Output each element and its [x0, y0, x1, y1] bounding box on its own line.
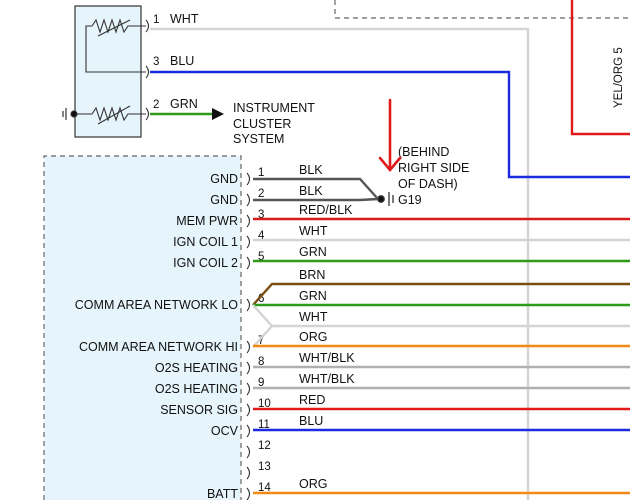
module-pin-label: O2S HEATING	[155, 382, 238, 396]
module-pin-label: COMM AREA NETWORK LO	[75, 298, 238, 312]
wire-color-label: RED	[299, 393, 325, 407]
resistor-2-icon	[72, 105, 146, 125]
module-pin-label: BATT	[207, 487, 238, 500]
pin-curl	[246, 172, 251, 186]
module-pin-number: 1	[258, 167, 264, 179]
adjacent-component-boundary	[334, 0, 630, 19]
top-pin-3-wire-label: BLU	[170, 54, 194, 68]
destination-line-2: CLUSTER	[233, 117, 291, 131]
wire-color-label: ORG	[299, 330, 327, 344]
pin-curl	[246, 361, 251, 375]
module-pin-number: 3	[258, 209, 264, 221]
module-pin-label: O2S HEATING	[155, 361, 238, 375]
pin-curl	[246, 487, 251, 500]
module-pin-label: IGN COIL 2	[173, 256, 238, 270]
module-pin-label: SENSOR SIG	[160, 403, 238, 417]
module-pin-number: 12	[258, 440, 271, 452]
module-pin-label: GND	[210, 172, 238, 186]
wire-color-label: WHT/BLK	[299, 351, 355, 365]
wire-color-label: BLK	[299, 184, 323, 198]
ground-g19-icon	[377, 192, 394, 206]
pin-curl	[246, 214, 251, 228]
pin-curl	[246, 424, 251, 438]
module-pin-label: OCV	[211, 424, 239, 438]
module-pin-number: 2	[258, 188, 264, 200]
module-pin-number: 7	[258, 335, 264, 347]
red-wire-right	[570, 0, 630, 136]
top-pin-curls	[145, 19, 150, 121]
wire-color-label: GRN	[299, 289, 327, 303]
pin-curl	[246, 193, 251, 207]
wire-color-label: BLK	[299, 163, 323, 177]
ground-note-line-1: (BEHIND	[398, 145, 449, 159]
top-blu-wire	[150, 70, 630, 179]
top-pin-2-number: 2	[153, 99, 159, 111]
pin-curl	[246, 298, 251, 312]
destination-line-1: INSTRUMENT	[233, 101, 315, 115]
ground-note-line-2: RIGHT SIDE	[398, 161, 469, 175]
module-pin-number: 14	[258, 482, 271, 494]
pin-curl	[246, 256, 251, 270]
module-pin-number: 5	[258, 251, 264, 263]
pin-curl	[246, 403, 251, 417]
wire-color-label: BRN	[299, 268, 325, 282]
red-annotation-arrow-icon	[378, 98, 402, 173]
wire-color-label: WHT	[299, 224, 328, 238]
ecm-module-box	[43, 155, 242, 500]
module-pin-label: IGN COIL 1	[173, 235, 238, 249]
wire-color-label: BLU	[299, 414, 323, 428]
module-pin-number: 13	[258, 461, 271, 473]
internal-link	[85, 50, 146, 73]
destination-line-3: SYSTEM	[233, 132, 284, 146]
resistor-1-icon	[85, 18, 146, 50]
wire-color-label: WHT/BLK	[299, 372, 355, 386]
pin-curl	[246, 445, 251, 459]
module-pin-number: 8	[258, 356, 264, 368]
wire-brn	[252, 282, 630, 306]
internal-ground-icon	[62, 108, 78, 120]
right-edge-wire-label: YEL/ORG 5	[613, 47, 625, 108]
top-pin-1-number: 1	[153, 14, 159, 26]
pin-curl	[246, 382, 251, 396]
module-pin-label: GND	[210, 193, 238, 207]
pin-curl	[246, 340, 251, 354]
top-wht-wire	[150, 27, 530, 500]
ground-note-line-3: OF DASH)	[398, 177, 458, 191]
module-pin-number: 9	[258, 377, 264, 389]
wire-blk-ground	[253, 177, 379, 200]
ground-id: G19	[398, 193, 422, 207]
wire-color-label: GRN	[299, 245, 327, 259]
module-pin-label: COMM AREA NETWORK HI	[79, 340, 238, 354]
pin-curl	[246, 235, 251, 249]
module-pin-number: 6	[258, 293, 264, 305]
module-pin-number: 11	[258, 419, 270, 431]
wire-blk-ground	[253, 197, 379, 202]
top-pin-1-wire-label: WHT	[170, 12, 199, 26]
wire-color-label: ORG	[299, 477, 327, 491]
module-pin-label: MEM PWR	[176, 214, 238, 228]
module-pin-number: 10	[258, 398, 271, 410]
top-pin-2-wire-label: GRN	[170, 97, 198, 111]
top-pin-3-number: 3	[153, 56, 159, 68]
pin-curl	[246, 466, 251, 480]
destination-arrow-icon	[212, 108, 224, 120]
wire-wht-splice	[252, 325, 273, 348]
wire-color-label: RED/BLK	[299, 203, 353, 217]
module-pin-number: 4	[258, 230, 265, 242]
wire-color-label: WHT	[299, 310, 328, 324]
